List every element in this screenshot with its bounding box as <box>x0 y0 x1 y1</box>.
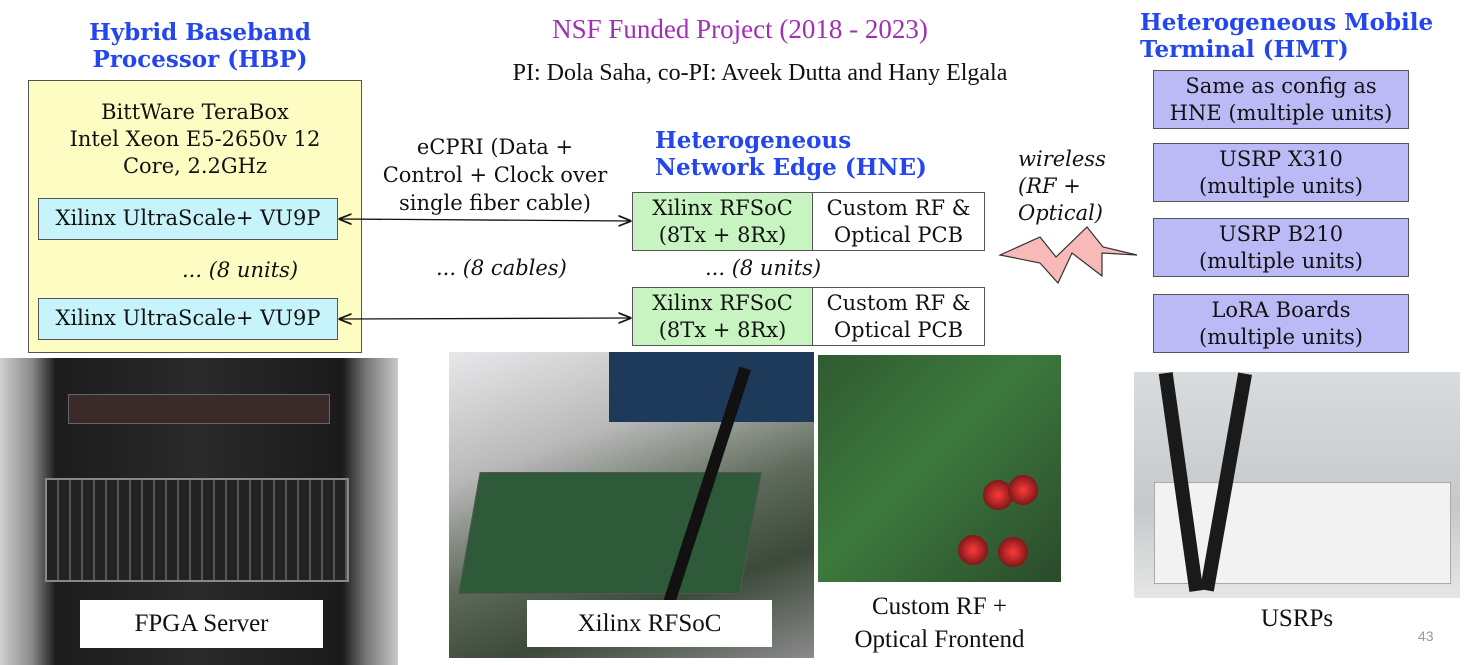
ecpri-line3: single fiber cable) <box>399 191 591 215</box>
led <box>1008 475 1038 505</box>
fiber-arrow-2 <box>340 318 630 319</box>
hmt-title: Heterogeneous Mobile Terminal (HMT) <box>1140 9 1433 63</box>
hne-title-line1: Heterogeneous <box>655 127 852 154</box>
usrp-caption: USRPs <box>1260 605 1334 632</box>
rack-unit <box>68 394 330 424</box>
wireless-label: wireless (RF + Optical) <box>1018 146 1106 227</box>
frontend-caption-line1: Custom RF + <box>872 593 1007 620</box>
hne-title: Heterogeneous Network Edge (HNE) <box>655 127 927 181</box>
hbp-units: ... (8 units) <box>182 258 299 282</box>
led <box>998 537 1028 567</box>
ecpri-line1: eCPRI (Data + <box>416 135 574 159</box>
hne-units: ... (8 units) <box>705 256 822 280</box>
pcb-line1: Custom RF & <box>826 291 971 315</box>
hmt-item-line2: (multiple units) <box>1199 249 1363 273</box>
rfsoc-caption: Xilinx RFSoC <box>527 600 772 647</box>
lightning-bolt-icon <box>998 226 1138 285</box>
hbp-title-line1: Hybrid Baseband <box>89 19 311 46</box>
rfsoc-line2: (8Tx + 8Rx) <box>658 223 787 247</box>
usrp-photo <box>1134 372 1460 598</box>
pcb-line2: Optical PCB <box>833 223 964 247</box>
wireless-line2: (RF + <box>1018 174 1081 198</box>
rfsoc-line2: (8Tx + 8Rx) <box>658 318 787 342</box>
hmt-item-hne: Same as config as HNE (multiple units) <box>1153 70 1409 129</box>
rfsoc-photo: Xilinx RFSoC <box>449 352 814 658</box>
pi-line: PI: Dola Saha, co-PI: Aveek Dutta and Ha… <box>512 60 1008 86</box>
cables-label: ... (8 cables) <box>436 256 567 280</box>
hmt-item-b210: USRP B210 (multiple units) <box>1153 218 1409 277</box>
fpga-box-2: Xilinx UltraScale+ VU9P <box>38 298 338 340</box>
project-title: NSF Funded Project (2018 - 2023) <box>552 14 928 44</box>
hmt-item-lora: LoRA Boards (multiple units) <box>1153 294 1409 353</box>
page-number: 43 <box>1418 628 1434 644</box>
pcb-box-2: Custom RF & Optical PCB <box>812 287 985 346</box>
frontend-caption-line2: Optical Frontend <box>854 626 1025 653</box>
frontend-photo <box>818 355 1061 582</box>
hbp-title-line2: Processor (HBP) <box>92 46 308 73</box>
rfsoc-line1: Xilinx RFSoC <box>652 291 793 315</box>
hmt-item-line1: USRP X310 <box>1219 147 1343 171</box>
pcb-line1: Custom RF & <box>826 196 971 220</box>
hbp-desc-line3: Core, 2.2GHz <box>122 154 268 178</box>
hbp-title: Hybrid Baseband Processor (HBP) <box>40 19 360 73</box>
hmt-item-line1: USRP B210 <box>1218 222 1344 246</box>
ecpri-label: eCPRI (Data + Control + Clock over singl… <box>360 133 630 217</box>
fpga-server-photo: FPGA Server <box>0 358 398 665</box>
frontend-caption: Custom RF + Optical Frontend <box>818 590 1061 656</box>
hmt-item-line1: LoRA Boards <box>1211 298 1351 322</box>
led <box>958 535 988 565</box>
hbp-desc-line1: BittWare TeraBox <box>101 100 289 124</box>
hmt-item-line2: (multiple units) <box>1199 174 1363 198</box>
hmt-title-line2: Terminal (HMT) <box>1140 36 1349 63</box>
hne-title-line2: Network Edge (HNE) <box>655 154 927 181</box>
hmt-item-x310: USRP X310 (multiple units) <box>1153 143 1409 202</box>
fiber-arrow-1 <box>340 219 630 221</box>
rfsoc-line1: Xilinx RFSoC <box>652 196 793 220</box>
hbp-desc-line2: Intel Xeon E5-2650v 12 <box>69 127 321 151</box>
rfsoc-box-2: Xilinx RFSoC (8Tx + 8Rx) <box>632 287 813 346</box>
rfsoc-board <box>458 472 762 594</box>
monitor <box>609 352 814 422</box>
pcb-box-1: Custom RF & Optical PCB <box>812 192 985 251</box>
wireless-line1: wireless <box>1018 147 1106 171</box>
hmt-item-line2: (multiple units) <box>1199 325 1363 349</box>
hmt-item-line2: HNE (multiple units) <box>1169 101 1393 125</box>
hmt-item-line1: Same as config as <box>1185 74 1377 98</box>
hmt-title-line1: Heterogeneous Mobile <box>1140 9 1434 36</box>
fpga-server-caption: FPGA Server <box>80 600 323 648</box>
ecpri-line2: Control + Clock over <box>382 163 608 187</box>
fpga-box-1: Xilinx UltraScale+ VU9P <box>38 198 338 240</box>
terabox-chassis <box>45 478 349 582</box>
rfsoc-box-1: Xilinx RFSoC (8Tx + 8Rx) <box>632 192 813 251</box>
wireless-line3: Optical) <box>1018 201 1104 225</box>
pcb-line2: Optical PCB <box>833 318 964 342</box>
